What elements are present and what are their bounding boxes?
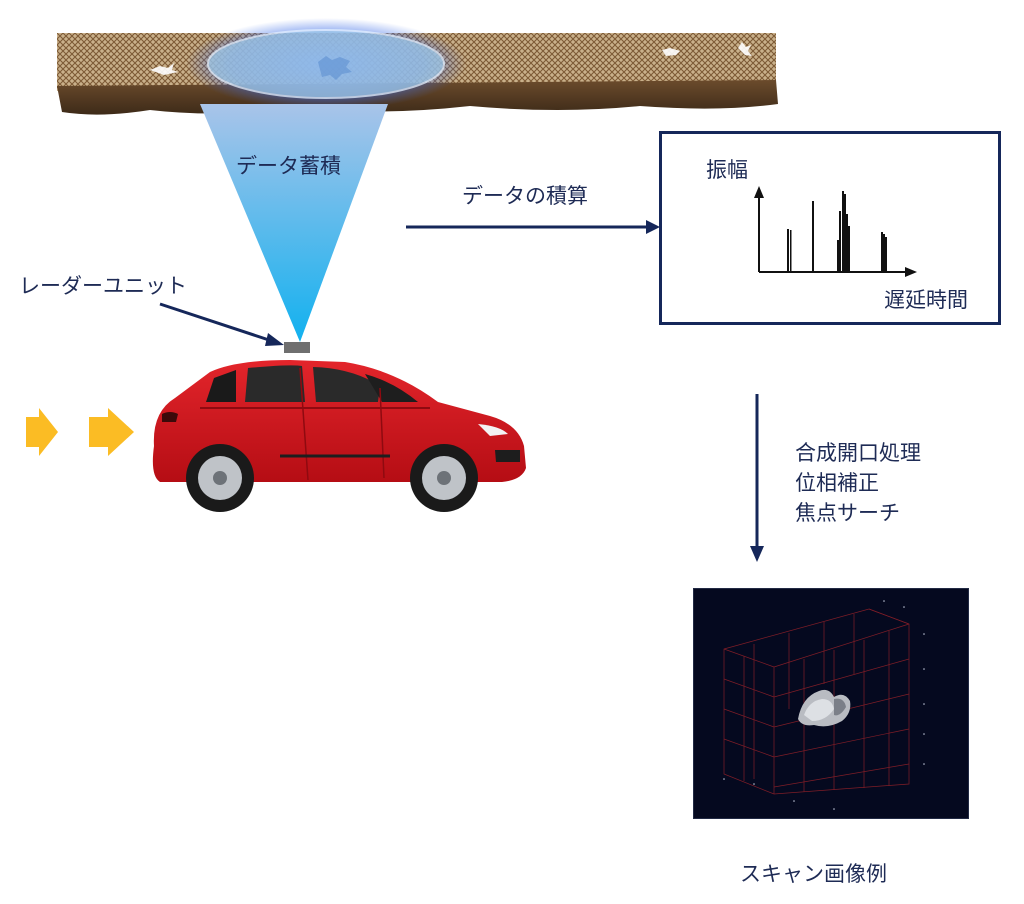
direction-arrows: [26, 408, 134, 456]
scan-3d-grid: [723, 600, 925, 810]
synthetic-aperture-label: 合成開口処理: [795, 441, 921, 465]
amplitude-graph-box: 振幅 遅延時間: [659, 131, 1001, 325]
debris-mark: [150, 63, 178, 75]
debris-mark: [738, 42, 752, 56]
direction-arrow-icon: [89, 408, 134, 456]
focus-search-label: 焦点サーチ: [795, 501, 900, 525]
delay-time-axis-label: 遅延時間: [884, 288, 968, 312]
survey-car: [152, 360, 526, 512]
data-accumulation-label: データ蓄積: [236, 154, 341, 178]
phase-correction-label: 位相補正: [795, 471, 879, 495]
scan-example-caption: スキャン画像例: [740, 862, 887, 886]
scan-image: [693, 588, 969, 819]
direction-arrow-icon: [26, 408, 58, 456]
buried-object: [318, 56, 352, 80]
data-integration-label: データの積算: [462, 184, 588, 208]
radar-unit: [284, 342, 310, 353]
echo-peaks: [787, 191, 887, 272]
scanned-object: [798, 689, 851, 727]
radar-beam: [200, 104, 388, 342]
amplitude-graph: [754, 186, 917, 277]
debris-mark: [662, 48, 680, 56]
radar-unit-label: レーダーユニット: [19, 274, 187, 298]
integration-arrow: [406, 220, 660, 234]
radar-unit-pointer-arrow: [159, 302, 284, 346]
processing-arrow: [750, 394, 764, 562]
amplitude-axis-label: 振幅: [706, 158, 748, 182]
